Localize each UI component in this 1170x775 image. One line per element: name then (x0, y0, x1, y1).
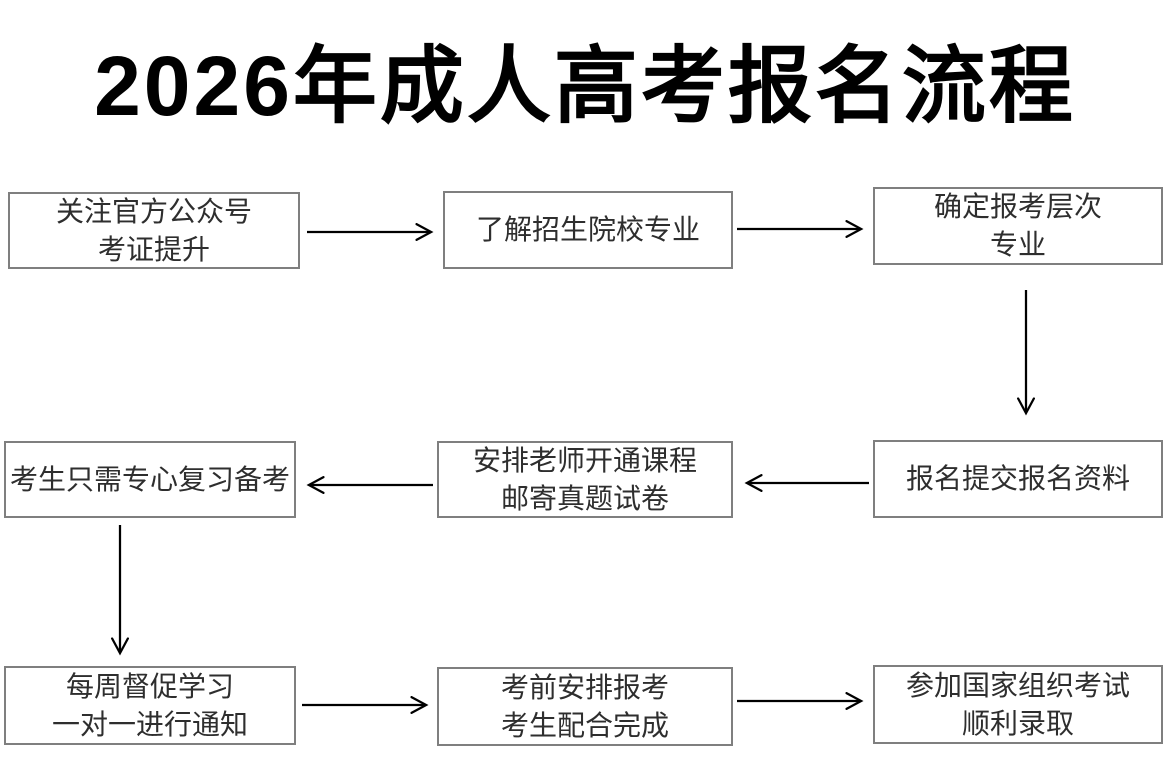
flow-step-submit-registration-materials: 报名提交报名资料 (873, 440, 1163, 518)
flow-step-text: 报名提交报名资料 (905, 463, 1130, 494)
flow-step-text: 邮寄真题试卷 (500, 482, 669, 514)
flow-step-text: 考生配合完成 (500, 709, 669, 741)
flow-step-text: 考前安排报考 (500, 671, 669, 703)
flow-step-pre-exam-arrangement: 考前安排报考 考生配合完成 (437, 667, 733, 746)
flow-step-text: 安排老师开通课程 (472, 444, 697, 476)
flow-step-text: 了解招生院校专业 (475, 214, 700, 245)
flow-step-determine-level-major: 确定报考层次 专业 (873, 187, 1163, 265)
flow-step-text: 参加国家组织考试 (905, 669, 1130, 701)
flow-step-focus-on-review: 考生只需专心复习备考 (4, 441, 296, 518)
flow-step-text: 一对一进行通知 (51, 708, 248, 740)
flow-step-text: 顺利录取 (961, 707, 1074, 739)
flow-step-take-national-exam-admission: 参加国家组织考试 顺利录取 (873, 665, 1163, 744)
flow-step-text: 考生只需专心复习备考 (9, 463, 290, 495)
flow-step-text: 关注官方公众号 (55, 195, 252, 227)
flow-step-text: 每周督促学习 (65, 670, 234, 702)
page-title: 2026年成人高考报名流程 (94, 39, 1076, 133)
flow-step-open-courses-mail-papers: 安排老师开通课程 邮寄真题试卷 (437, 441, 733, 518)
flow-step-text: 专业 (989, 229, 1046, 260)
flow-step-text: 考证提升 (97, 233, 210, 265)
flow-step-text: 确定报考层次 (933, 191, 1102, 222)
flow-step-weekly-study-supervision: 每周督促学习 一对一进行通知 (4, 666, 296, 745)
flow-step-follow-official-account: 关注官方公众号 考证提升 (8, 192, 300, 269)
flow-step-learn-schools-majors: 了解招生院校专业 (443, 191, 733, 269)
